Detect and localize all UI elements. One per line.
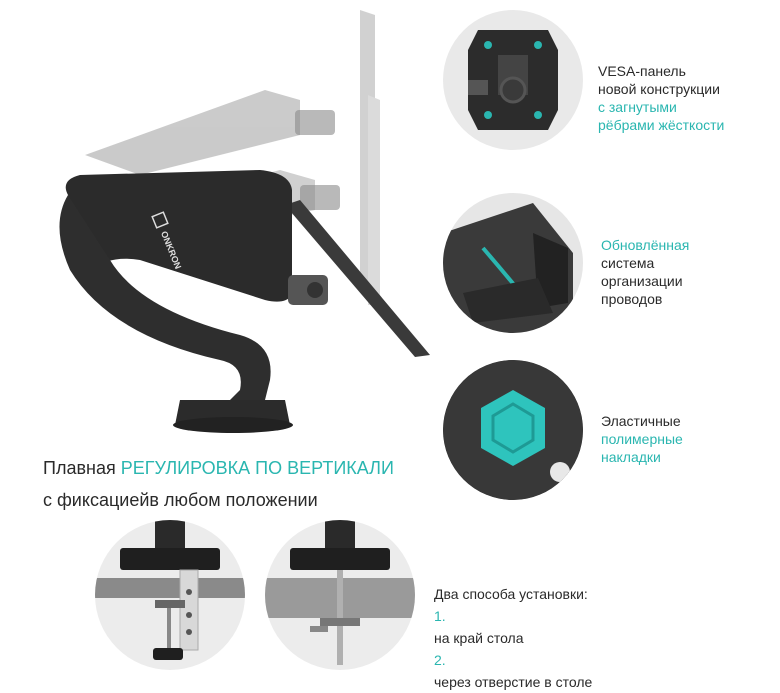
feature-accent-text: полимерные [601, 431, 683, 447]
install-title: Два способа установки: [434, 586, 588, 602]
feature-accent-text: Обновлённая [601, 237, 690, 253]
feature-accent-text: рёбрами жёсткости [598, 117, 725, 133]
headline: Плавная РЕГУЛИРОВКА ПО ВЕРТИКАЛИ с фикса… [43, 452, 394, 516]
feature-pads: Эластичные полимерные накладки [601, 412, 683, 466]
vesa-plate-image [443, 10, 583, 150]
clamp-mount-image [95, 520, 245, 670]
feature-text: новой конструкции [598, 81, 720, 97]
polymer-pads-image [443, 360, 583, 500]
install-item-text: через отверстие в столе [434, 674, 593, 690]
headline-line-1: Плавная РЕГУЛИРОВКА ПО ВЕРТИКАЛИ [43, 452, 394, 484]
install-item-text: на край стола [434, 630, 524, 646]
monitor-arm-illustration: ONKRON [59, 10, 430, 433]
feature-cables: Обновлённая система организации проводов [601, 236, 689, 308]
headline-line-2: с фиксациейв любом положении [43, 490, 318, 510]
feature-vesa: VESA-панель новой конструкции с загнутым… [598, 62, 724, 134]
feature-text: VESA-панель [598, 63, 686, 79]
install-item-1: 1. на край стола [434, 605, 592, 649]
feature-accent-text: накладки [601, 449, 661, 465]
feature-text: проводов [601, 291, 663, 307]
feature-text: организации [601, 273, 683, 289]
feature-accent-text: с загнутыми [598, 99, 677, 115]
grommet-mount-image [265, 520, 415, 670]
headline-accent: РЕГУЛИРОВКА ПО ВЕРТИКАЛИ [120, 458, 394, 478]
install-item-number: 2. [434, 652, 446, 668]
feature-text: Эластичные [601, 413, 681, 429]
cable-management-image [443, 193, 583, 333]
install-methods: Два способа установки: 1. на край стола … [434, 583, 592, 693]
headline-prefix: Плавная [43, 458, 121, 478]
feature-text: система [601, 255, 655, 271]
install-item-number: 1. [434, 608, 446, 624]
install-item-2: 2. через отверстие в столе [434, 649, 592, 693]
